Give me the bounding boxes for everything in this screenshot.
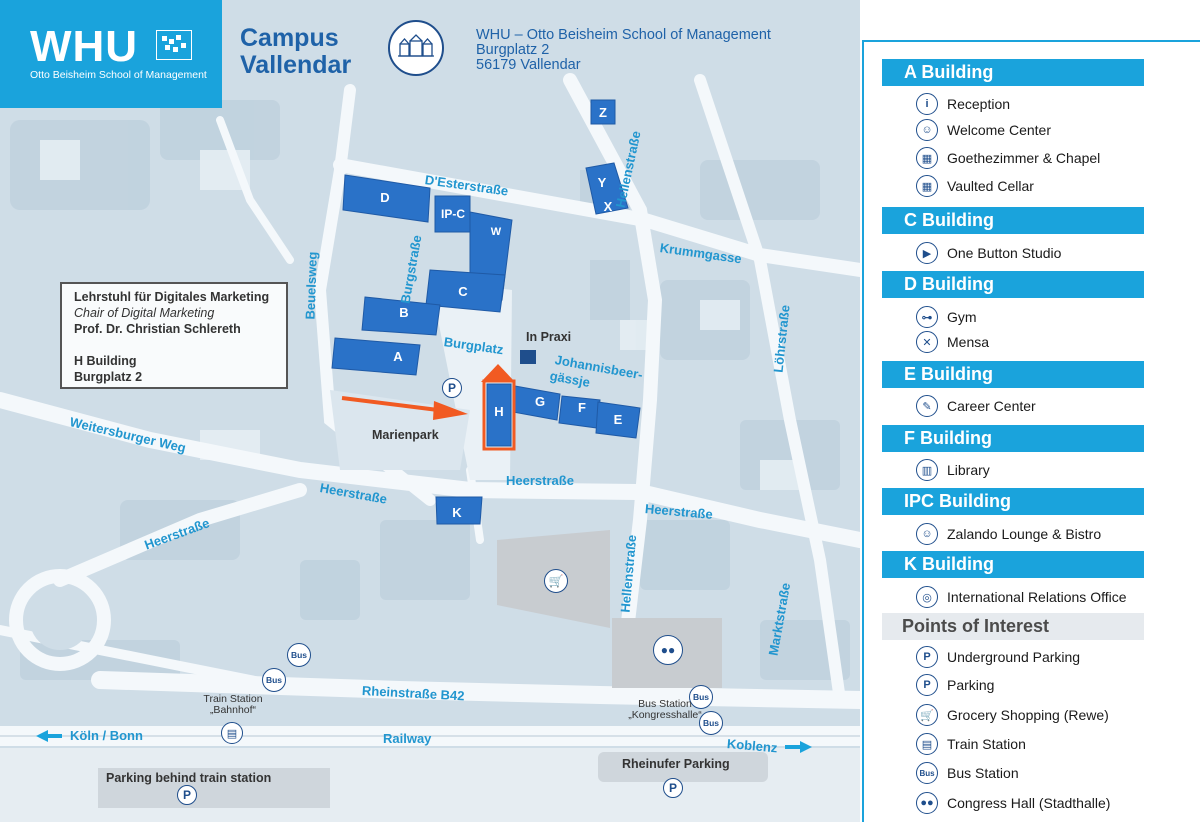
- street-beuelsweg: Beuelsweg: [302, 251, 320, 320]
- legend-item-train-station[interactable]: ▤Train Station: [916, 732, 1026, 756]
- legend-heading-poi: Points of Interest: [882, 613, 1144, 640]
- chair-name: Lehrstuhl für Digitales Marketing: [74, 290, 270, 304]
- building-label-k[interactable]: K: [452, 505, 462, 520]
- underground-parking-icon[interactable]: P: [442, 378, 462, 398]
- in-praxi-label: In Praxi: [526, 330, 572, 344]
- building-label-b[interactable]: B: [399, 305, 409, 320]
- legend-item-grocery[interactable]: 🛒Grocery Shopping (Rewe): [916, 703, 1109, 727]
- campus-map[interactable]: WHU Otto Beisheim School of Management C…: [0, 0, 860, 822]
- bus-stop-icon-4[interactable]: Bus: [699, 711, 723, 735]
- parking-icon-rheinufer[interactable]: P: [663, 778, 683, 798]
- legend-item-mensa[interactable]: ✕Mensa: [916, 330, 989, 354]
- railway-label: Railway: [383, 731, 432, 746]
- address-line3: 56179 Vallendar: [476, 57, 581, 73]
- building-label-w[interactable]: W: [490, 226, 502, 238]
- congress-hall-icon[interactable]: ●●: [653, 635, 683, 665]
- address-block: WHU – Otto Beisheim School of Management…: [476, 28, 771, 73]
- bus-icon: Bus: [916, 762, 938, 784]
- whu-logo: WHU Otto Beisheim School of Management: [0, 0, 222, 108]
- chair-professor: Prof. Dr. Christian Schlereth: [74, 322, 241, 336]
- building-label-x[interactable]: X: [603, 199, 613, 214]
- campus-building-icon: [388, 20, 444, 76]
- people-icon: ☺: [916, 119, 938, 141]
- bus-stop-icon-2[interactable]: Bus: [262, 668, 286, 692]
- grocery-cart-icon[interactable]: 🛒: [544, 569, 568, 593]
- train-station-icon[interactable]: ▤: [221, 722, 243, 744]
- cutlery-icon: ✕: [916, 331, 938, 353]
- chair-name-en: Chair of Digital Marketing: [74, 306, 215, 320]
- building-label-h[interactable]: H: [494, 404, 504, 419]
- legend-heading-k[interactable]: K Building: [882, 551, 1144, 578]
- direction-koeln-bonn: Köln / Bonn: [70, 728, 143, 743]
- marienpark-label: Marienpark: [372, 428, 439, 442]
- logo-subtitle: Otto Beisheim School of Management: [30, 69, 207, 81]
- underground-parking-icon: P: [916, 646, 938, 668]
- legend-item-welcome-center[interactable]: ☺Welcome Center: [916, 118, 1051, 142]
- legend-heading-d[interactable]: D Building: [882, 271, 1144, 298]
- career-icon: ✎: [916, 395, 938, 417]
- parking-behind-label: Parking behind train station: [106, 771, 272, 785]
- parking-icon: P: [916, 674, 938, 696]
- building-label-c[interactable]: C: [458, 284, 468, 299]
- chair-building: H Building: [74, 354, 137, 368]
- legend-heading-c[interactable]: C Building: [882, 207, 1144, 234]
- legend-item-iro[interactable]: ◎International Relations Office: [916, 585, 1127, 609]
- building-label-z[interactable]: Z: [599, 105, 607, 120]
- building-label-g[interactable]: G: [534, 394, 546, 409]
- cart-icon: 🛒: [916, 704, 938, 726]
- train-icon: ▤: [916, 733, 938, 755]
- bus-stop-icon-1[interactable]: Bus: [287, 643, 311, 667]
- campus-title-line2: Vallendar: [240, 51, 352, 79]
- legend-heading-e[interactable]: E Building: [882, 361, 1144, 388]
- info-icon: i: [916, 93, 938, 115]
- chair-address: Burgplatz 2: [74, 370, 143, 384]
- legend-heading-ipc[interactable]: IPC Building: [882, 488, 1144, 515]
- library-icon: ▥: [916, 459, 938, 481]
- legend-item-gym[interactable]: ⊶Gym: [916, 305, 977, 329]
- bus-station-label: Bus Station„Kongresshalle“: [628, 698, 702, 721]
- building-label-ipc[interactable]: IP-C: [441, 207, 465, 221]
- building-label-f[interactable]: F: [578, 400, 586, 415]
- legend-item-congress-hall[interactable]: ●●Congress Hall (Stadthalle): [916, 791, 1110, 815]
- parking-icon-train[interactable]: P: [177, 785, 197, 805]
- legend-item-library[interactable]: ▥Library: [916, 458, 990, 482]
- street-heerstrasse-center: Heerstraße: [506, 473, 574, 488]
- lounge-icon: ☺: [916, 523, 938, 545]
- building-label-e[interactable]: E: [613, 412, 623, 427]
- legend-item-vaulted-cellar[interactable]: ▦Vaulted Cellar: [916, 174, 1034, 198]
- video-icon: ▶: [916, 242, 938, 264]
- calendar-icon: ▦: [916, 147, 938, 169]
- campus-title-line1: Campus: [240, 24, 339, 52]
- legend-heading-a[interactable]: A Building: [882, 59, 1144, 86]
- calendar-icon: ▦: [916, 175, 938, 197]
- building-label-y[interactable]: Y: [597, 175, 607, 190]
- address-line1: WHU – Otto Beisheim School of Management: [476, 27, 771, 43]
- logo-wordmark: WHU: [30, 22, 139, 71]
- chair-info-box: Lehrstuhl für Digitales Marketing Chair …: [60, 282, 288, 389]
- building-label-d[interactable]: D: [380, 190, 390, 205]
- rheinufer-parking-label: Rheinufer Parking: [622, 757, 730, 771]
- map-base: [0, 0, 860, 822]
- campus-title: Campus Vallendar: [240, 25, 351, 79]
- globe-icon: ◎: [916, 586, 938, 608]
- dumbbell-icon: ⊶: [916, 306, 938, 328]
- address-line2: Burgplatz 2: [476, 42, 550, 58]
- legend-item-one-button-studio[interactable]: ▶One Button Studio: [916, 241, 1061, 265]
- legend-heading-f[interactable]: F Building: [882, 425, 1144, 452]
- congress-hall-icon: ●●: [916, 792, 938, 814]
- legend-item-career-center[interactable]: ✎Career Center: [916, 394, 1036, 418]
- train-station-label: Train Station„Bahnhof“: [203, 693, 263, 716]
- bus-stop-icon-3[interactable]: Bus: [689, 685, 713, 709]
- building-label-a[interactable]: A: [393, 349, 403, 364]
- legend-item-goethezimmer[interactable]: ▦Goethezimmer & Chapel: [916, 146, 1100, 170]
- legend-item-zalando[interactable]: ☺Zalando Lounge & Bistro: [916, 522, 1101, 546]
- logo-mark-icon: [156, 30, 192, 60]
